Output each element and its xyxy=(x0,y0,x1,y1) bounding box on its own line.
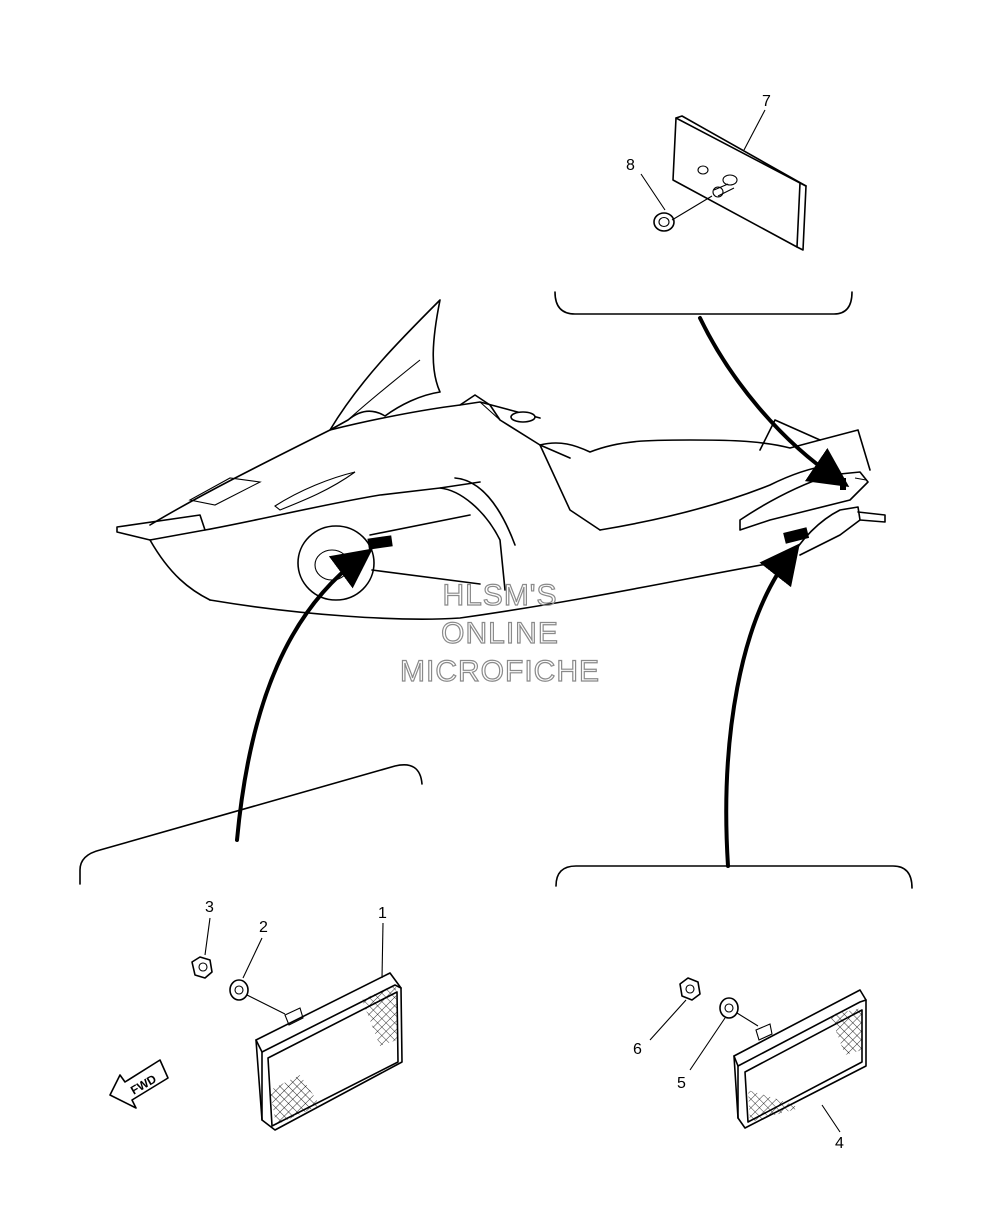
reflector-nut xyxy=(653,195,713,232)
callout-3: 3 xyxy=(205,899,214,916)
watermark-line-3: MICROFICHE xyxy=(400,655,600,688)
right-washer xyxy=(719,997,759,1027)
watermark: HLSM'S ONLINE MICROFICHE xyxy=(399,578,600,688)
left-reflector-detail: 1 2 3 FWD xyxy=(79,764,423,1131)
callout-6: 6 xyxy=(633,1041,642,1058)
rear-reflector-detail: 7 8 xyxy=(554,93,853,315)
snowmobile-body xyxy=(116,299,886,620)
callout-4: 4 xyxy=(835,1135,844,1152)
detail-frame-left xyxy=(79,764,423,885)
leader-arrows xyxy=(235,316,850,868)
right-nut xyxy=(679,977,701,1001)
front-reflector-location xyxy=(367,535,393,550)
callout-5: 5 xyxy=(677,1075,686,1092)
right-reflector xyxy=(733,989,867,1129)
left-washer xyxy=(229,979,286,1015)
front-wheel xyxy=(297,525,375,601)
watermark-line-1: HLSM'S xyxy=(442,579,557,612)
detail-frame-top xyxy=(554,291,853,315)
right-reflector-detail: 4 5 6 xyxy=(555,865,913,1152)
callout-1: 1 xyxy=(378,905,387,922)
callout-8: 8 xyxy=(626,157,635,174)
left-nut xyxy=(191,956,213,979)
side-reflector-location xyxy=(783,527,810,544)
callout-2: 2 xyxy=(259,919,268,936)
rear-reflector-plate xyxy=(672,115,807,251)
rear-reflector-location xyxy=(840,478,846,490)
callout-7: 7 xyxy=(762,93,771,110)
forward-arrow-icon: FWD xyxy=(109,1059,169,1109)
left-reflector xyxy=(255,972,403,1131)
watermark-line-2: ONLINE xyxy=(441,617,559,650)
detail-frame-right xyxy=(555,865,913,889)
